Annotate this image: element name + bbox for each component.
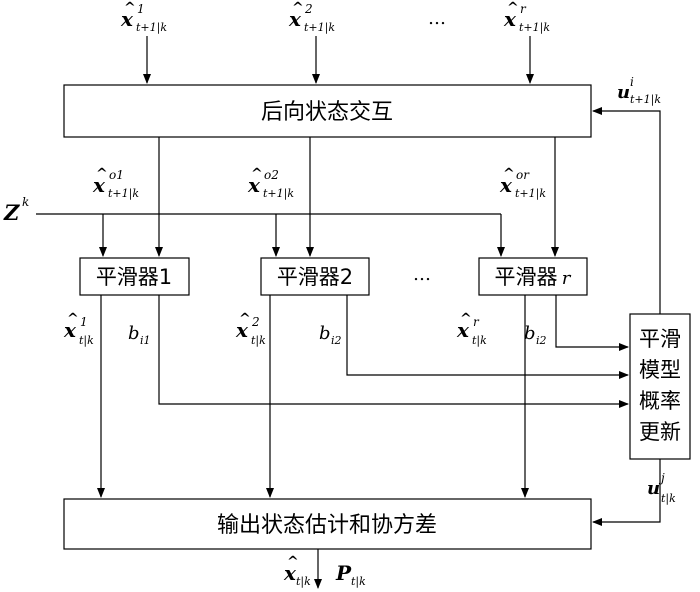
svg-text:x: x	[92, 173, 106, 197]
svg-text:i2: i2	[536, 334, 547, 347]
smoothed-state-label-1: ^ x 1 t|k	[63, 311, 94, 348]
svg-text:Z: Z	[3, 200, 20, 225]
update-label-line-4: 更新	[639, 420, 681, 444]
svg-text:x: x	[120, 7, 134, 31]
input-ellipsis: …	[428, 8, 446, 29]
backward-interaction-label: 后向状态交互	[261, 100, 393, 125]
model-prob-bottom-label: u j t|k	[647, 471, 676, 506]
svg-text:^: ^	[287, 554, 299, 570]
svg-text:i1: i1	[140, 334, 151, 347]
likelihood-label-1: b i1	[128, 323, 151, 347]
smoother-r-box: 平滑器 r	[478, 257, 588, 296]
svg-text:P: P	[335, 561, 352, 585]
svg-text:r: r	[520, 2, 527, 16]
backward-interaction-box: 后向状态交互	[63, 84, 592, 138]
svg-text:t|k: t|k	[472, 334, 487, 348]
output-box-label: 输出状态估计和协方差	[217, 513, 437, 538]
svg-text:t+1|k: t+1|k	[263, 187, 294, 201]
output-state-label: ^ x t|k	[283, 554, 311, 589]
svg-text:b: b	[319, 323, 331, 344]
svg-text:x: x	[503, 7, 517, 31]
svg-text:b: b	[524, 323, 536, 344]
smoothed-state-label-2: ^ x 2 t|k	[235, 311, 266, 348]
svg-text:2: 2	[304, 2, 313, 16]
svg-text:^: ^	[239, 311, 251, 327]
svg-text:j: j	[658, 471, 665, 485]
svg-text:2: 2	[251, 315, 260, 329]
model-prob-top-label: u i t+1|k	[617, 75, 661, 107]
svg-text:^: ^	[67, 311, 79, 327]
smoother-1-label: 平滑器1	[96, 265, 172, 289]
svg-text:u: u	[647, 478, 660, 499]
svg-text:u: u	[617, 82, 630, 103]
svg-text:o2: o2	[264, 168, 279, 182]
svg-text:^: ^	[251, 166, 263, 182]
svg-text:1: 1	[137, 2, 145, 16]
input-label-2: ^ x 2 t+1|k	[288, 0, 335, 35]
smoother-2-label: 平滑器2	[277, 265, 353, 289]
svg-text:^: ^	[96, 166, 108, 182]
smoother-2-box: 平滑器2	[260, 257, 370, 296]
svg-text:x: x	[499, 173, 513, 197]
svg-text:t+1|k: t+1|k	[519, 21, 550, 35]
svg-text:t+1|k: t+1|k	[136, 21, 167, 35]
update-label-line-2: 模型	[639, 358, 681, 382]
output-box: 输出状态估计和协方差	[63, 498, 592, 550]
svg-text:r: r	[473, 315, 480, 329]
svg-text:i2: i2	[331, 334, 342, 347]
model-probability-update-box: 平滑 模型 概率 更新	[629, 313, 691, 460]
svg-text:x: x	[235, 318, 249, 342]
update-label-line-3: 概率	[639, 389, 681, 413]
svg-text:t|k: t|k	[296, 575, 311, 589]
svg-text:x: x	[456, 318, 470, 342]
svg-text:^: ^	[507, 0, 519, 16]
measurement-label: Z k	[3, 195, 29, 225]
svg-text:k: k	[22, 195, 29, 209]
svg-text:^: ^	[124, 0, 136, 16]
likelihood-label-r: b i2	[524, 323, 547, 347]
svg-text:or: or	[516, 168, 530, 182]
svg-text:t+1|k: t+1|k	[630, 93, 661, 107]
svg-text:t|k: t|k	[661, 492, 676, 506]
input-label-r: ^ x r t+1|k	[503, 0, 550, 35]
svg-text:i: i	[630, 75, 634, 89]
mixed-state-label-2: ^ x o2 t+1|k	[247, 166, 294, 201]
smoother-r-var: r	[562, 268, 572, 289]
svg-text:t|k: t|k	[79, 334, 94, 348]
smoother-r-label: 平滑器	[495, 265, 558, 289]
svg-text:x: x	[63, 318, 77, 342]
smoother-ellipsis: …	[413, 264, 431, 285]
svg-text:t|k: t|k	[251, 334, 266, 348]
svg-text:b: b	[128, 323, 140, 344]
connector-lines	[36, 36, 661, 589]
svg-text:^: ^	[292, 0, 304, 16]
mixed-state-label-r: ^ x or t+1|k	[499, 166, 546, 201]
svg-text:x: x	[288, 7, 302, 31]
svg-text:t|k: t|k	[351, 575, 366, 589]
svg-text:x: x	[283, 561, 297, 585]
svg-text:x: x	[247, 173, 261, 197]
likelihood-label-2: b i2	[319, 323, 342, 347]
svg-text:t+1|k: t+1|k	[304, 21, 335, 35]
output-covariance-label: P t|k	[335, 561, 366, 589]
svg-text:1: 1	[80, 315, 88, 329]
input-label-1: ^ x 1 t+1|k	[120, 0, 167, 35]
smoothed-state-label-r: ^ x r t|k	[456, 311, 487, 348]
svg-text:t+1|k: t+1|k	[515, 187, 546, 201]
update-label-line-1: 平滑	[639, 327, 681, 351]
svg-text:o1: o1	[109, 168, 124, 182]
svg-text:t+1|k: t+1|k	[108, 187, 139, 201]
mixed-state-label-1: ^ x o1 t+1|k	[92, 166, 139, 201]
svg-text:^: ^	[460, 311, 472, 327]
svg-text:^: ^	[503, 166, 515, 182]
smoother-1-box: 平滑器1	[79, 257, 190, 296]
